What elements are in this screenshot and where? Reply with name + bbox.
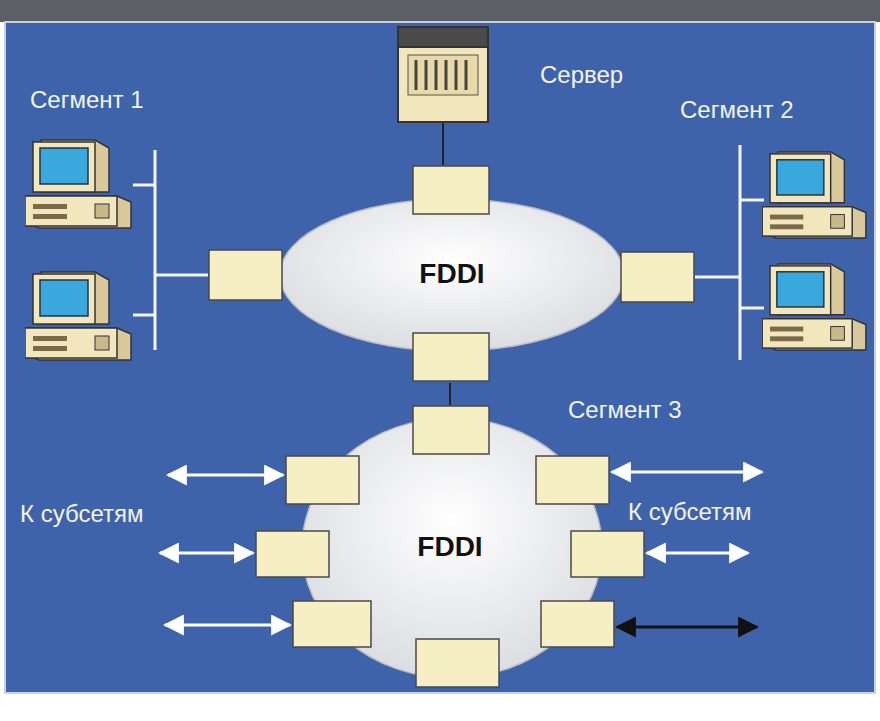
drawing-part (740, 199, 764, 202)
ring-text-holder: FDDI (255, 405, 645, 688)
drawing-part (435, 60, 438, 90)
fddi-ring: FDDI (208, 165, 696, 383)
drawing-part (695, 276, 740, 279)
drawing-part (168, 474, 283, 477)
ring-text-holder: FDDI (208, 165, 696, 383)
station-box (293, 601, 371, 647)
drawing-part (612, 471, 762, 474)
ring-name: FDDI (419, 258, 484, 290)
station-box (536, 456, 609, 504)
drawing-part (445, 60, 448, 90)
station-box (416, 639, 499, 687)
station-box (413, 406, 489, 454)
ring-ellipse (280, 199, 624, 351)
drawing-part (425, 60, 428, 90)
drawing-part (133, 314, 155, 317)
segment-label: Сегмент 3 (568, 396, 682, 424)
drawing-part (455, 60, 458, 90)
drawing-part (415, 60, 418, 90)
drawing-part (160, 552, 253, 555)
subnet-label: К субсетям (628, 498, 751, 526)
pc-icon (762, 152, 866, 238)
drawing-part (416, 60, 466, 90)
drawing-part (739, 145, 742, 360)
drawing-part (155, 274, 208, 277)
bus-line (695, 145, 764, 360)
server-label: Сервер (540, 61, 623, 89)
bus-line (133, 150, 208, 350)
ring-name: FDDI (417, 531, 482, 563)
server-icon (398, 27, 488, 122)
station-box (286, 456, 359, 504)
drawing-part (133, 184, 155, 187)
station-box (571, 531, 644, 577)
ring-link (442, 123, 444, 165)
drawing-part (398, 27, 488, 47)
pc-icon (25, 272, 131, 360)
station-box (541, 601, 614, 647)
slide-band (0, 0, 880, 22)
station-box (413, 333, 489, 381)
segment-label: Сегмент 1 (30, 86, 144, 114)
pc-icon (762, 264, 866, 350)
drawing-part (617, 626, 757, 629)
pc-icon (25, 140, 131, 228)
fddi-ring: FDDI (255, 405, 645, 688)
station-box (209, 250, 282, 300)
server-node: Сервер (398, 27, 488, 123)
drawing-part (647, 552, 748, 555)
subnet-label: К субсетям (20, 500, 143, 528)
drawing-part (465, 60, 468, 90)
segment-label: Сегмент 2 (680, 96, 794, 124)
station-box (413, 166, 489, 214)
station-box (256, 531, 329, 577)
panel-ground (5, 22, 875, 693)
ring-link (449, 383, 451, 405)
drawing-part (154, 150, 157, 350)
drawing-part (408, 55, 478, 95)
station-box (621, 252, 694, 302)
drawing-part (165, 624, 290, 627)
drawing-part (398, 27, 488, 122)
drawing-part (740, 307, 764, 310)
